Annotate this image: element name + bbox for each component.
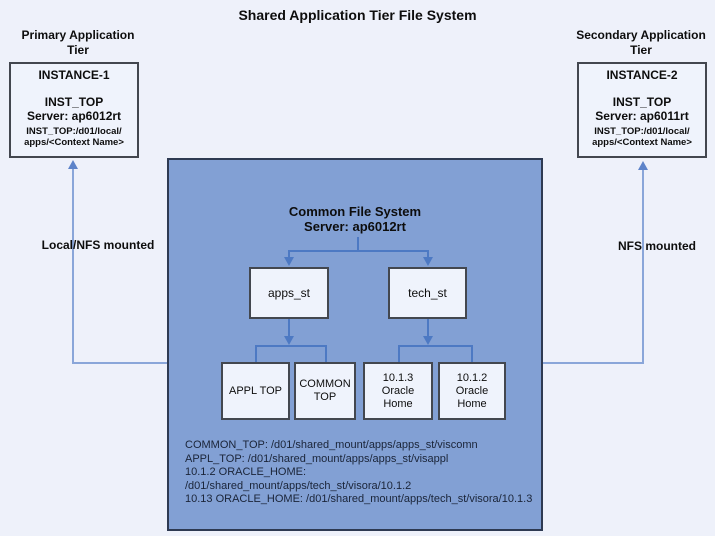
left-mount-label: Local/NFS mounted [41, 238, 155, 252]
arrow-up-icon [68, 160, 78, 169]
split-drop-right-line [427, 250, 429, 258]
instance-1-inst-top: INST_TOP [44, 95, 104, 109]
oracle-1012-drop-line [471, 345, 473, 362]
split-horizontal-line [288, 250, 429, 252]
oracle-1013-drop-line [398, 345, 400, 362]
primary-tier-label: Primary Application Tier [21, 28, 135, 57]
left-arrow-horizontal-line [72, 362, 168, 364]
heading-stub-line [357, 237, 359, 252]
right-mount-label: NFS mounted [618, 239, 696, 253]
common-file-system-box [167, 158, 543, 531]
right-arrow-vertical-line [642, 170, 644, 364]
secondary-tier-label: Secondary Application Tier [576, 28, 706, 57]
tech-st-down-line [427, 319, 429, 337]
tech-st-bracket-line [398, 345, 473, 347]
common-file-system-heading: Common File System Server: ap6012rt [167, 204, 543, 234]
appl-top-node: APPL TOP [221, 362, 290, 420]
apps-st-bracket-line [255, 345, 327, 347]
left-arrow-vertical-line [72, 169, 74, 364]
oracle-home-1013-node: 10.1.3 Oracle Home [363, 362, 433, 420]
common-top-drop-line [325, 345, 327, 362]
common-file-system-server: Server: ap6012rt [304, 219, 406, 234]
diagram-title: Shared Application Tier File System [238, 7, 477, 23]
arrow-down-icon [423, 257, 433, 266]
path-line-oracle-1012: 10.1.2 ORACLE_HOME: /d01/shared_mount/ap… [185, 466, 412, 492]
path-line-appl-top: APPL_TOP: /d01/shared_mount/apps/apps_st… [185, 452, 449, 465]
common-file-system-title: Common File System [288, 204, 422, 219]
arrow-down-icon [284, 257, 294, 266]
instance-2-server: Server: ap6011rt [595, 109, 689, 123]
instance-2-inst-top: INST_TOP [612, 95, 672, 109]
instance-1-server: Server: ap6012rt [26, 109, 122, 123]
instance-1-box: INSTANCE-1 INST_TOP Server: ap6012rt INS… [9, 62, 139, 158]
tech-st-node: tech_st [388, 267, 467, 319]
arrow-down-icon [284, 336, 294, 345]
common-top-node: COMMON TOP [294, 362, 356, 420]
instance-2-path: INST_TOP:/d01/local/ apps/<Context Name> [592, 126, 692, 148]
split-drop-left-line [288, 250, 290, 258]
oracle-home-1012-node: 10.1.2 Oracle Home [438, 362, 506, 420]
apps-st-down-line [288, 319, 290, 337]
instance-1-path: INST_TOP:/d01/local/ apps/<Context Name> [24, 126, 124, 148]
path-legend: COMMON_TOP: /d01/shared_mount/apps/apps_… [185, 439, 535, 507]
path-line-common-top: COMMON_TOP: /d01/shared_mount/apps/apps_… [185, 439, 478, 451]
appl-top-drop-line [255, 345, 257, 362]
right-arrow-horizontal-line [543, 362, 643, 364]
path-line-oracle-1013: 10.13 ORACLE_HOME: /d01/shared_mount/app… [185, 493, 533, 505]
arrow-down-icon [423, 336, 433, 345]
instance-2-name: INSTANCE-2 [606, 68, 678, 82]
instance-2-box: INSTANCE-2 INST_TOP Server: ap6011rt INS… [577, 62, 707, 158]
arrow-up-icon [638, 161, 648, 170]
instance-1-name: INSTANCE-1 [38, 68, 110, 82]
apps-st-node: apps_st [249, 267, 329, 319]
